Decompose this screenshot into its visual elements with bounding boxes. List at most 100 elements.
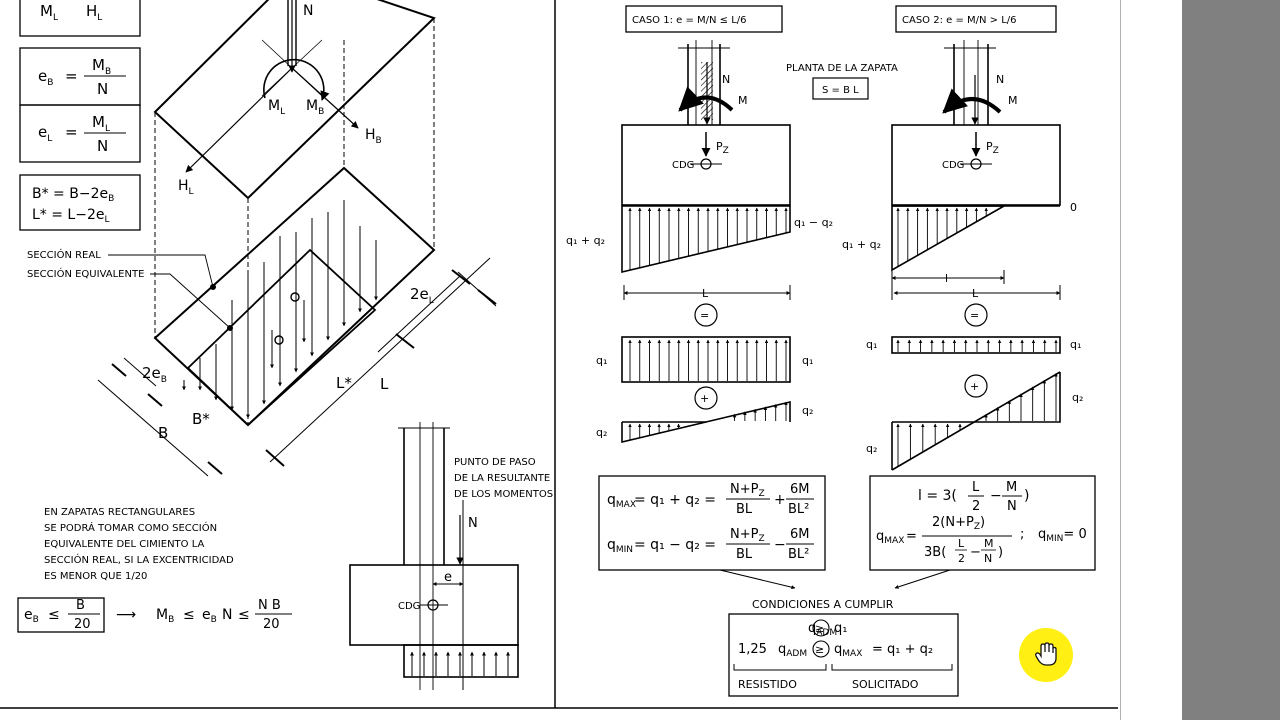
svg-text:MB: MB xyxy=(92,56,111,77)
case2-q2-left: q₂ xyxy=(866,442,877,455)
svg-text:eB: eB xyxy=(202,607,217,625)
case2-q1-left: q₁ xyxy=(866,338,877,351)
svg-text:DE LA RESULTANTE: DE LA RESULTANTE xyxy=(454,473,550,484)
formula-el: eL = ML N xyxy=(38,113,126,155)
case2-plus-symbol: + xyxy=(970,380,979,393)
svg-text:l = 3(: l = 3( xyxy=(918,488,957,504)
svg-text:ES MENOR QUE 1/20: ES MENOR QUE 1/20 xyxy=(44,571,147,582)
formula-qmax: qMAX = q₁ + q₂ = N+PZ BL + 6M BL² xyxy=(607,482,814,517)
case1-q2-left: q₂ xyxy=(596,426,607,439)
case1-q1-right: q₁ xyxy=(802,354,813,367)
case2-plus-circle xyxy=(964,374,988,398)
svg-text:eB: eB xyxy=(24,607,39,625)
svg-text:MB: MB xyxy=(156,607,174,625)
svg-text:ML: ML xyxy=(268,98,285,117)
svg-text:CDG: CDG xyxy=(398,601,420,612)
condition-braces xyxy=(733,664,953,671)
svg-text:B* = B−2eB: B* = B−2eB xyxy=(32,186,114,204)
svg-text:EN ZAPATAS RECTANGULARES: EN ZAPATAS RECTANGULARES xyxy=(44,507,195,518)
svg-text:= q₁ + q₂ =: = q₁ + q₂ = xyxy=(634,492,716,508)
svg-text:HL: HL xyxy=(178,178,194,197)
case2-q1-arrows xyxy=(896,339,1058,352)
condition-1: qADM ≥ q₁ xyxy=(808,619,847,638)
svg-text:SECCIÓN REAL, SI LA EXCENTRICI: SECCIÓN REAL, SI LA EXCENTRICIDAD xyxy=(44,553,234,566)
svg-text:M: M xyxy=(1008,94,1018,107)
section-footing-labels: PUNTO DE PASO DE LA RESULTANTE DE LOS MO… xyxy=(398,457,553,612)
svg-text:N: N xyxy=(303,3,313,19)
svg-text:q₁: q₁ xyxy=(834,621,847,636)
box-ml-label: ML xyxy=(40,2,58,23)
case1-equal-symbol: = xyxy=(700,309,709,322)
case2-q2-right: q₂ xyxy=(1072,391,1083,404)
svg-text:N: N xyxy=(97,137,108,155)
svg-text:M: M xyxy=(1006,480,1017,495)
svg-text:q₁ − q₂: q₁ − q₂ xyxy=(794,216,833,229)
svg-text:qMAX: qMAX xyxy=(607,492,636,510)
s-eq-label: S = B L xyxy=(822,85,859,96)
case1-l-label: L xyxy=(702,287,709,300)
case2-dims xyxy=(891,270,1061,327)
formula-l: l = 3( L 2 − M N ) xyxy=(918,480,1029,514)
caso1-label: CASO 1: e = M/N ≤ L/6 xyxy=(632,15,747,26)
solicitado-label: SOLICITADO xyxy=(852,678,919,691)
svg-text:3B(: 3B( xyxy=(924,545,946,560)
eccentricity-note: EN ZAPATAS RECTANGULARES SE PODRÁ TOMAR … xyxy=(44,507,234,582)
svg-text:= q₁ + q₂: = q₁ + q₂ xyxy=(872,642,933,657)
svg-text:≥: ≥ xyxy=(815,622,824,635)
svg-text:≤: ≤ xyxy=(238,607,250,623)
viewer-page-margin xyxy=(1120,0,1183,720)
svg-text:e: e xyxy=(444,570,452,585)
svg-text:qMIN: qMIN xyxy=(607,537,633,555)
case1-q2-right: q₂ xyxy=(802,404,813,417)
case1-uniform-q1 xyxy=(621,336,791,383)
condiciones-box xyxy=(728,613,959,697)
svg-text:2eB: 2eB xyxy=(142,364,167,385)
svg-text:2eL: 2eL xyxy=(410,285,434,306)
svg-text:SECCIÓN REAL: SECCIÓN REAL xyxy=(27,248,101,261)
formula-qmax-case2: qMAX = 2(N+PZ) 3B( L 2 − M N ) ; qMIN= 0 xyxy=(876,515,1087,565)
svg-text:DE LOS MOMENTOS: DE LOS MOMENTOS xyxy=(454,489,553,500)
pointer-hand-icon xyxy=(1019,628,1073,682)
svg-text:): ) xyxy=(998,545,1003,560)
svg-text:eL: eL xyxy=(38,123,52,144)
left-formula-boxes xyxy=(19,0,141,231)
svg-text:B: B xyxy=(76,598,85,613)
svg-text:BL: BL xyxy=(736,502,753,517)
case1-dim-l xyxy=(623,285,791,327)
case1-triangular-q2 xyxy=(621,400,791,444)
svg-text:qADM: qADM xyxy=(778,642,807,659)
s-eq-box xyxy=(812,77,869,100)
condition-2: 1,25 qADM ≥ qMAX = q₁ + q₂ xyxy=(738,640,933,659)
qmax-qmin-box xyxy=(598,475,826,571)
svg-text:6M: 6M xyxy=(790,482,810,497)
svg-text:L* = L−2eL: L* = L−2eL xyxy=(32,207,110,225)
eb-limit-box xyxy=(17,597,105,633)
svg-text:1,25: 1,25 xyxy=(738,642,767,657)
svg-text:20: 20 xyxy=(74,617,91,632)
case1-q1-left: q₁ xyxy=(596,354,607,367)
svg-text:N B: N B xyxy=(258,598,281,613)
svg-text:≤: ≤ xyxy=(48,607,60,623)
svg-text:N: N xyxy=(996,73,1004,86)
case2-l-label: L xyxy=(972,287,979,300)
case1-pressure-arrows xyxy=(628,207,788,271)
svg-text:N: N xyxy=(1007,499,1017,514)
svg-text:N: N xyxy=(468,516,478,531)
svg-text:CDG: CDG xyxy=(672,160,694,171)
svg-text:6M: 6M xyxy=(790,527,810,542)
formula-eb: eB = MB N xyxy=(38,56,126,98)
svg-text:BL²: BL² xyxy=(788,547,809,562)
svg-text:qMAX: qMAX xyxy=(876,529,904,546)
svg-text:CDG: CDG xyxy=(942,160,964,171)
svg-text:EQUIVALENTE DEL CIMIENTO LA: EQUIVALENTE DEL CIMIENTO LA xyxy=(44,539,205,550)
case1-footing xyxy=(621,40,791,274)
svg-text:q₁ + q₂: q₁ + q₂ xyxy=(566,234,605,247)
viewer-scrollbar[interactable] xyxy=(1182,0,1280,720)
case2-q2-arrows xyxy=(896,372,1058,467)
svg-text:=: = xyxy=(906,529,917,544)
svg-text:PZ: PZ xyxy=(986,140,999,156)
case1-q2-arrows xyxy=(628,401,788,441)
svg-text:BL²: BL² xyxy=(788,502,809,517)
svg-text:qMAX: qMAX xyxy=(834,642,862,659)
